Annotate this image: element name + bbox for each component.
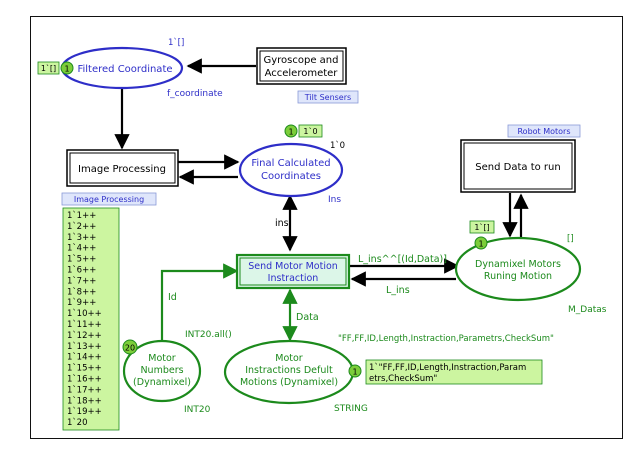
- place-motor-instructions: Motor Instractions Defult Motions (Dynam…: [223, 339, 355, 405]
- svg-text:Tilt Sensers: Tilt Sensers: [304, 93, 351, 102]
- gyro-label-1: Gyroscope and: [264, 55, 339, 66]
- arc-label-l-ins-in: L_ins: [386, 285, 410, 296]
- marking-entry: 1`16++: [67, 374, 102, 385]
- black-arcs: [114, 58, 529, 287]
- marking-entry: 1`1++: [67, 210, 96, 221]
- marking-entry: 1`12++: [67, 330, 102, 341]
- marking-entry: 1`3++: [67, 232, 96, 243]
- transition-send-motor-motion: Send Motor Motion Instraction: [235, 253, 351, 290]
- dynamixel-type: []: [567, 234, 574, 244]
- tag-tilt-sensers: Tilt Sensers: [297, 90, 359, 104]
- final-name-1: Final Calculated: [251, 158, 330, 169]
- send-motor-label-2: Instraction: [268, 273, 319, 284]
- place-dynamixel-motors: Dynamixel Motors Runing Motion: [454, 236, 582, 302]
- motor-numbers-name-1: Motor: [148, 353, 176, 364]
- motor-instr-token: 1: [348, 364, 362, 378]
- svg-text:1: 1: [64, 65, 69, 74]
- motor-numbers-marking: 1`1++1`2++1`3++1`4++1`5++1`6++1`7++1`8++…: [62, 207, 120, 431]
- svg-text:20: 20: [125, 344, 135, 353]
- svg-text:1`[]: 1`[]: [41, 63, 56, 73]
- marking-entry: 1`19++: [67, 406, 102, 417]
- final-name-2: Coordinates: [261, 171, 321, 182]
- filtered-type: 1`[]: [168, 37, 184, 48]
- svg-text:Image Processing: Image Processing: [74, 195, 144, 204]
- dynamixel-name-2: Runing Motion: [484, 271, 552, 282]
- gyro-label-2: Accelerometer: [265, 68, 339, 79]
- marking-entry: 1`6++: [67, 265, 96, 276]
- marking-entry: 1`7++: [67, 275, 96, 286]
- dynamixel-var: M_Datas: [568, 305, 607, 315]
- marking-entry: 1`18++: [67, 395, 102, 406]
- filtered-var: f_coordinate: [167, 89, 223, 99]
- image-processing-label: Image Processing: [78, 164, 166, 175]
- transition-gyro: Gyroscope and Accelerometer: [256, 47, 347, 85]
- final-var: Ins: [328, 195, 341, 205]
- transition-send-data: Send Data to run: [460, 139, 576, 193]
- arc-id: [160, 263, 239, 343]
- marking-entry: 1`2++: [67, 221, 96, 232]
- marking-entry: 1`15++: [67, 363, 102, 374]
- marking-entry: 1`13++: [67, 341, 102, 352]
- marking-entry: 1`8++: [67, 286, 96, 297]
- motor-instr-name-1: Motor: [275, 353, 303, 364]
- filtered-marking: 1`[]: [37, 61, 60, 75]
- marking-entry: 1`9++: [67, 297, 96, 308]
- filtered-name: Filtered Coordinate: [77, 64, 172, 75]
- filtered-token: 1: [60, 61, 74, 75]
- svg-text:1: 1: [352, 368, 357, 377]
- transition-image-processing: Image Processing: [66, 149, 179, 187]
- motor-instr-name-2: Instractions Defult: [245, 365, 333, 376]
- marking-entry: 1`5++: [67, 254, 96, 265]
- marking-entry: 1`14++: [67, 352, 102, 363]
- dynamixel-marking: 1`[]: [469, 220, 495, 234]
- place-filtered-coordinate: Filtered Coordinate: [60, 46, 184, 90]
- marking-entry: 1`11++: [67, 319, 102, 330]
- tag-image-processing: Image Processing: [61, 192, 157, 206]
- arc-label-l-ins-out: L_ins^^[(Id,Data)]: [358, 254, 447, 265]
- svg-text:Robot Motors: Robot Motors: [517, 127, 570, 136]
- tag-robot-motors: Robot Motors: [507, 124, 581, 138]
- dynamixel-token: 1: [474, 236, 488, 250]
- send-motor-label-1: Send Motor Motion: [248, 261, 338, 272]
- motor-numbers-colorset: INT20: [184, 405, 211, 415]
- svg-text:1`[]: 1`[]: [474, 222, 489, 232]
- final-type: 1`0: [330, 140, 345, 151]
- arc-label-data: Data: [296, 312, 319, 323]
- motor-numbers-init: INT20.all(): [185, 330, 232, 340]
- green-arcs: [160, 263, 298, 343]
- marking-entry: 1`17++: [67, 384, 102, 395]
- final-token: 1: [284, 124, 298, 138]
- motor-numbers-name-2: Numbers: [140, 365, 183, 376]
- arc-label-ins: ins: [275, 218, 289, 229]
- final-marking: 1`0: [298, 124, 323, 138]
- dynamixel-name-1: Dynamixel Motors: [475, 259, 561, 270]
- place-motor-numbers: Motor Numbers (Dynamixel): [122, 339, 202, 403]
- motor-instr-name-3: Motions (Dynamixel): [240, 377, 338, 388]
- motor-numbers-token: 20: [122, 339, 138, 355]
- svg-text:1: 1: [288, 128, 293, 137]
- diagram-frame: [30, 16, 623, 439]
- motor-instr-init: "FF,FF,ID,Length,Instraction,Parametrs,C…: [338, 334, 554, 344]
- marking-entry: 1`4++: [67, 243, 96, 254]
- motor-instr-marking: 1`"FF,FF,ID,Length,Instraction,Param etr…: [365, 359, 543, 385]
- svg-text:1`0: 1`0: [303, 126, 317, 136]
- arc-label-id: Id: [168, 292, 177, 303]
- marking-entry: 1`20: [67, 417, 87, 428]
- place-final-coordinates: Final Calculated Coordinates: [238, 142, 344, 198]
- motor-instr-colorset: STRING: [334, 404, 368, 414]
- svg-text:1: 1: [478, 240, 483, 249]
- svg-text:1`"FF,FF,ID,Length,Instraction: 1`"FF,FF,ID,Length,Instraction,Param: [369, 362, 526, 373]
- motor-numbers-name-3: (Dynamixel): [133, 377, 191, 388]
- svg-text:etrs,CheckSum": etrs,CheckSum": [369, 374, 437, 384]
- send-data-label: Send Data to run: [475, 162, 560, 173]
- marking-entry: 1`10++: [67, 308, 102, 319]
